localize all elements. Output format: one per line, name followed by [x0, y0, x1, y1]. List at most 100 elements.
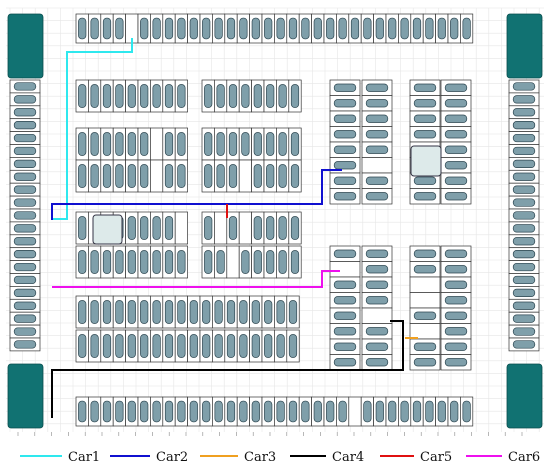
parked-car [290, 84, 300, 108]
parked-car [204, 250, 213, 274]
parked-car [228, 132, 238, 156]
parked-car [333, 327, 357, 336]
parked-car [90, 250, 99, 274]
parked-car [512, 314, 536, 323]
route-car6 [52, 270, 340, 288]
route-car1 [52, 38, 133, 220]
parked-car [127, 216, 136, 240]
parked-car [512, 121, 536, 130]
parked-car [90, 84, 99, 108]
parked-car [127, 300, 136, 324]
parked-car [365, 327, 389, 336]
parked-car [512, 159, 536, 168]
parking-slot [214, 211, 228, 245]
parked-car [363, 400, 372, 423]
parked-car [437, 17, 446, 40]
parked-car [13, 198, 37, 207]
parked-car [413, 311, 437, 320]
parked-car [13, 108, 37, 117]
parking-slot [348, 396, 362, 427]
parked-car [164, 300, 174, 324]
parked-car [333, 99, 357, 108]
parked-car [365, 342, 389, 351]
parked-car [425, 400, 434, 423]
parked-car [365, 176, 389, 185]
parked-car [365, 358, 389, 367]
parked-car [444, 192, 468, 201]
parked-car [226, 300, 236, 324]
parked-car [444, 296, 468, 305]
parked-car [412, 17, 422, 40]
parked-car [333, 296, 357, 305]
parked-car [204, 164, 213, 188]
parked-car [13, 211, 37, 220]
parked-car [78, 164, 87, 188]
parked-car [365, 249, 389, 258]
parked-car [413, 114, 437, 123]
parked-car [288, 334, 298, 358]
parking-slot [226, 245, 240, 279]
legend-label-car4: Car4 [332, 450, 364, 465]
parked-car [264, 300, 273, 324]
parked-car [462, 400, 471, 423]
wall-block [7, 363, 44, 429]
parked-car [152, 216, 161, 240]
parked-car [253, 164, 262, 188]
parked-car [301, 17, 310, 40]
parked-car [512, 224, 536, 233]
parked-car [241, 84, 250, 108]
parked-car [413, 265, 437, 274]
parked-car [239, 17, 248, 40]
parked-car [226, 400, 236, 423]
parked-car [152, 17, 161, 40]
wall-block [506, 13, 543, 79]
parked-car [127, 164, 136, 188]
parking-slot [361, 307, 393, 324]
parked-car [78, 300, 87, 324]
parked-car [13, 275, 37, 285]
parking-slot [409, 292, 441, 309]
parking-slot [238, 159, 252, 193]
parked-car [228, 84, 238, 108]
parked-car [388, 400, 397, 423]
parked-car [444, 327, 468, 336]
parked-car [338, 17, 347, 40]
parked-car [512, 340, 536, 349]
parked-car [140, 334, 149, 358]
parked-car [278, 250, 287, 274]
parked-car [13, 288, 37, 297]
parked-car [253, 84, 262, 108]
parked-car [115, 84, 124, 108]
parked-car [115, 400, 124, 423]
parked-car [444, 176, 468, 185]
parked-car [216, 250, 225, 274]
parked-car [512, 82, 536, 91]
parked-car [276, 300, 285, 324]
parked-car [13, 82, 37, 91]
parked-car [338, 400, 347, 423]
wall-block [506, 363, 543, 429]
parked-car [78, 132, 87, 156]
parked-car [13, 185, 37, 194]
parked-car [127, 334, 136, 358]
parked-car [333, 311, 357, 320]
parked-car [333, 192, 357, 201]
parked-car [333, 114, 357, 123]
parked-car [450, 17, 459, 40]
legend-label-car6: Car6 [508, 450, 540, 465]
parked-car [177, 400, 186, 423]
parked-car [140, 216, 149, 240]
legend-label-car2: Car2 [156, 450, 188, 465]
parked-car [90, 334, 99, 358]
parked-car [266, 250, 275, 274]
parked-car [102, 132, 112, 156]
parked-car [115, 250, 124, 274]
parked-car [365, 145, 389, 154]
parked-car [266, 164, 275, 188]
parked-car [152, 300, 161, 324]
parked-car [140, 84, 149, 108]
parked-car [216, 84, 225, 108]
parked-car [202, 17, 211, 40]
parked-car [13, 314, 37, 323]
parked-car [326, 17, 335, 40]
